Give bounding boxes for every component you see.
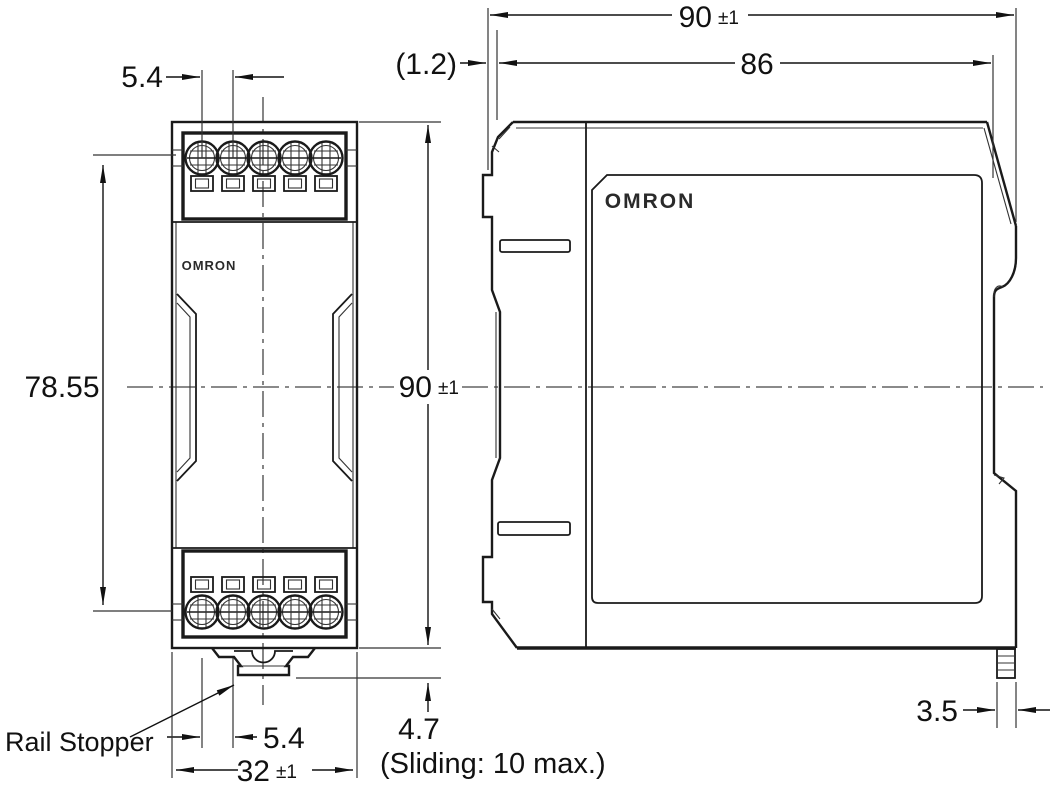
terminal-clamp — [190, 576, 214, 593]
brand-logo-front: OMRON — [182, 258, 237, 273]
side-label-panel — [591, 174, 983, 604]
terminal-screw — [308, 594, 344, 630]
terminal-clamp — [314, 576, 338, 593]
front-bottom-terminal-block — [172, 547, 357, 639]
dim-depth-body: 86 — [740, 48, 773, 81]
sliding-note: (Sliding: 10 max.) — [380, 748, 606, 780]
side-rear-slope — [985, 121, 1018, 227]
dim-pitch-top: 5.4 — [121, 61, 163, 94]
rail-stopper-label: Rail Stopper — [5, 727, 154, 757]
front-top-terminal-block — [172, 131, 357, 223]
terminal-clamp — [221, 175, 245, 192]
terminal-clamp — [283, 175, 307, 192]
terminal-clamp — [252, 175, 276, 192]
dim-width-tol: ±1 — [276, 762, 297, 783]
terminal-screw — [277, 140, 313, 176]
terminal-screw — [308, 140, 344, 176]
terminal-screw — [184, 594, 220, 630]
front-side-grooves — [176, 293, 353, 482]
rail-stopper-leader — [129, 684, 235, 738]
front-dimensions: 5.4 78.55 90 ±1 4.7 (Sliding: 10 max.) 5… — [5, 61, 606, 788]
front-body-outline — [170, 120, 359, 650]
terminal-screw — [246, 594, 282, 630]
dim-stopper-depth: 4.7 — [398, 713, 440, 746]
dim-front-height-tol: ±1 — [438, 378, 459, 399]
rail-stopper — [211, 647, 316, 677]
dim-depth-total-tol: ±1 — [718, 8, 739, 29]
side-rail-stopper — [996, 648, 1016, 679]
side-rail-mount-edge — [481, 121, 518, 649]
dim-width: 32 — [237, 755, 270, 788]
terminal-screw — [246, 140, 282, 176]
dim-rail-offset: (1.2) — [395, 48, 457, 81]
dim-terminal-height: 78.55 — [24, 371, 99, 404]
terminal-clamp — [221, 576, 245, 593]
dim-stopper-width: 3.5 — [916, 695, 958, 728]
side-din-hook-and-front-face — [992, 226, 1018, 648]
terminal-clamp — [190, 175, 214, 192]
side-view: OMRON — [462, 120, 1043, 679]
side-upper-slot — [499, 239, 571, 253]
side-dimensions: 90 ±1 (1.2) 86 3.5 — [395, 1, 1050, 728]
dim-front-height: 90 — [399, 371, 432, 404]
front-view: OMRON — [127, 97, 394, 705]
terminal-screw — [277, 594, 313, 630]
terminal-clamp — [283, 576, 307, 593]
dim-pitch-bottom: 5.4 — [263, 722, 305, 755]
terminal-clamp — [252, 576, 276, 593]
brand-logo-side: OMRON — [605, 190, 696, 213]
terminal-screw — [215, 594, 251, 630]
terminal-clamp — [314, 175, 338, 192]
dim-depth-total: 90 — [679, 1, 712, 34]
side-lower-slot — [497, 521, 571, 536]
